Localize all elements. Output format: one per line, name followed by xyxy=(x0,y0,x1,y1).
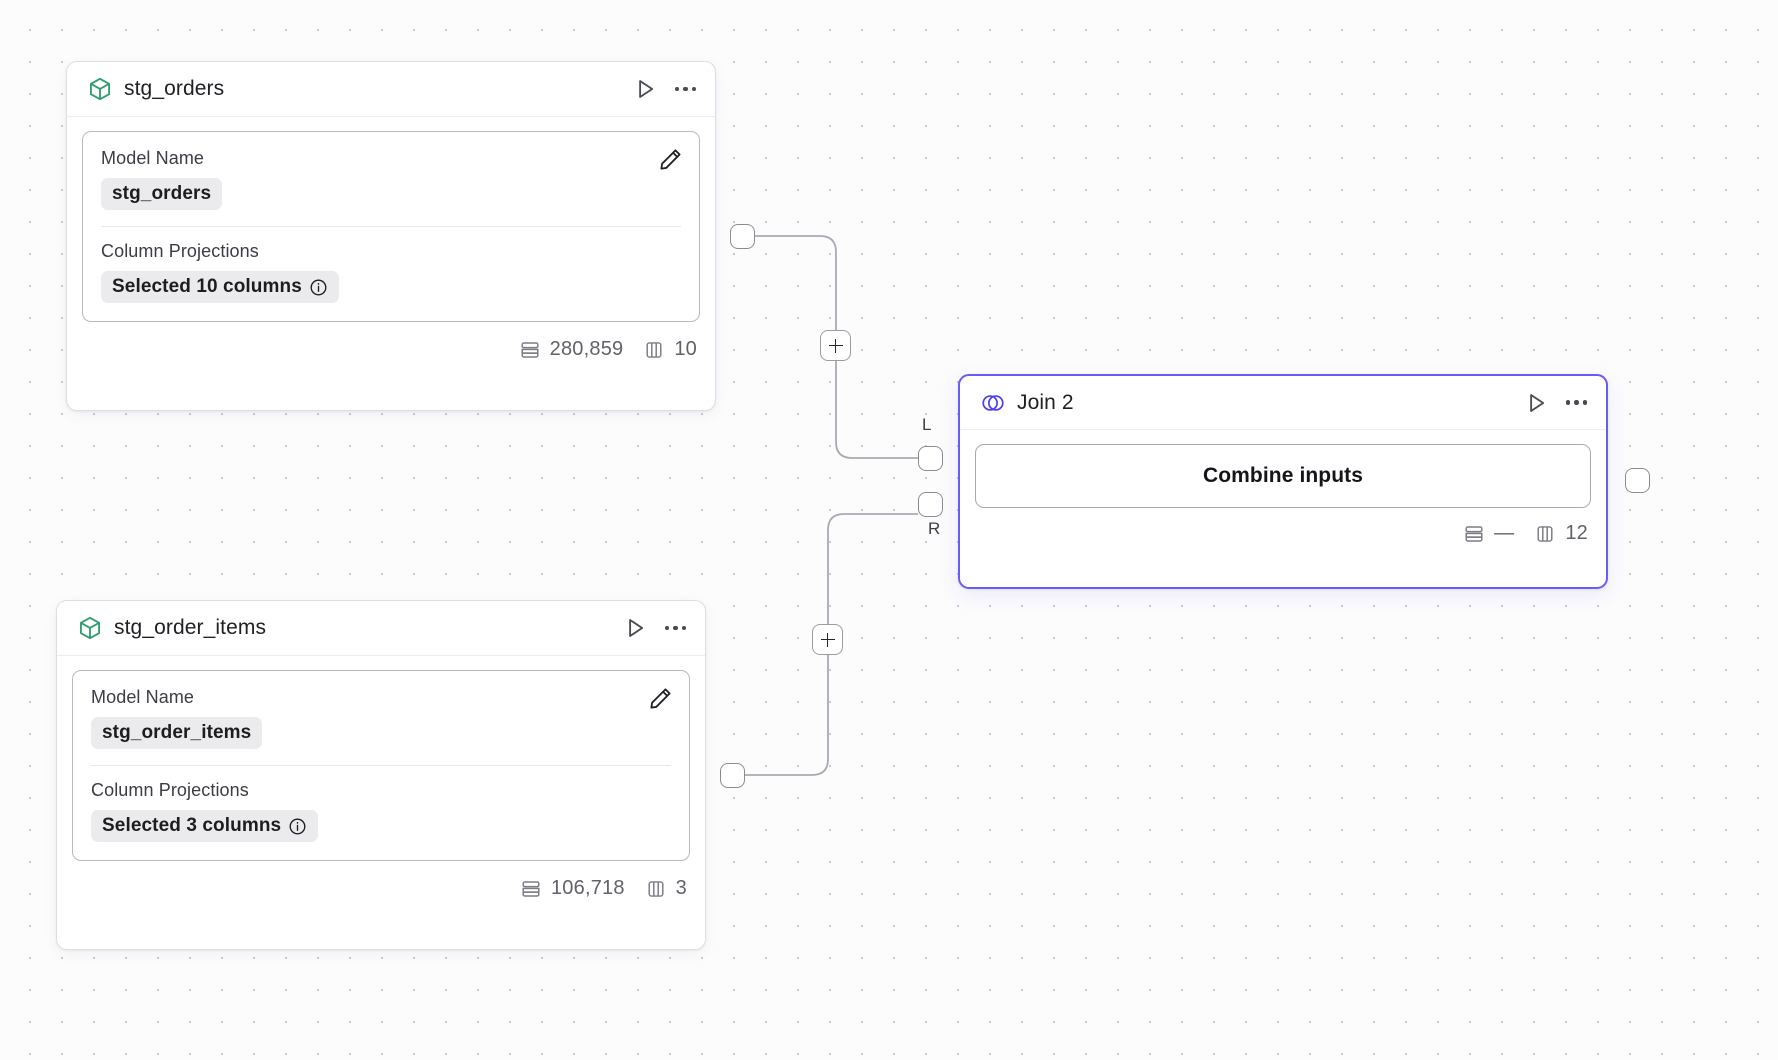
column-count-value: 10 xyxy=(674,338,697,360)
config-card: Model Name stg_orders Column Projections… xyxy=(82,131,700,322)
edit-pencil-icon[interactable] xyxy=(647,685,674,712)
edit-pencil-icon[interactable] xyxy=(657,146,684,173)
column-count-value: 12 xyxy=(1565,522,1588,544)
left-input-port-label: L xyxy=(922,415,932,434)
row-count-stat: — xyxy=(1463,522,1514,545)
run-button[interactable] xyxy=(632,76,658,102)
add-node-button-upper[interactable] xyxy=(820,330,851,361)
row-count-value: — xyxy=(1494,522,1515,544)
node-stg-order-items[interactable]: stg_order_items Model Name xyxy=(56,600,706,950)
node-body: Model Name stg_order_items Column Projec… xyxy=(57,656,705,867)
config-card: Model Name stg_order_items Column Projec… xyxy=(72,670,690,861)
info-icon[interactable] xyxy=(288,817,307,836)
output-port-join[interactable] xyxy=(1625,468,1650,493)
columns-icon xyxy=(645,878,667,900)
column-count-value: 3 xyxy=(675,877,687,899)
row-count-stat: 106,718 xyxy=(520,877,625,900)
rows-icon xyxy=(519,339,541,361)
right-input-port-join[interactable] xyxy=(918,492,943,517)
column-count-stat: 12 xyxy=(1534,522,1588,545)
column-projections-text: Selected 3 columns xyxy=(102,815,282,836)
run-button[interactable] xyxy=(1523,390,1549,416)
rows-icon xyxy=(520,878,542,900)
info-icon[interactable] xyxy=(309,278,328,297)
node-join-2[interactable]: Join 2 Combine inputs xyxy=(958,374,1608,589)
row-count-value: 106,718 xyxy=(550,877,625,899)
row-count-value: 280,859 xyxy=(549,338,624,360)
column-projections-text: Selected 10 columns xyxy=(112,276,302,297)
node-footer: — 12 xyxy=(960,512,1606,559)
more-options-button[interactable] xyxy=(664,617,688,639)
column-projections-value[interactable]: Selected 3 columns xyxy=(91,810,319,842)
right-input-port-label: R xyxy=(928,519,941,538)
node-body: Combine inputs xyxy=(960,430,1606,512)
output-port-stg-order-items[interactable] xyxy=(720,763,745,788)
node-header: Join 2 xyxy=(960,376,1606,430)
column-count-stat: 3 xyxy=(645,877,687,900)
divider xyxy=(91,765,671,766)
node-stg-orders[interactable]: stg_orders Model Name st xyxy=(66,61,716,411)
node-title: stg_orders xyxy=(124,77,225,100)
join-venn-icon xyxy=(980,390,1006,416)
combine-inputs-button[interactable]: Combine inputs xyxy=(975,444,1591,508)
output-port-stg-orders[interactable] xyxy=(730,224,755,249)
divider xyxy=(101,226,681,227)
column-projections-value[interactable]: Selected 10 columns xyxy=(101,271,339,303)
model-name-label: Model Name xyxy=(101,148,205,168)
node-header: stg_orders xyxy=(67,62,715,117)
column-projections-label: Column Projections xyxy=(91,780,249,800)
more-options-button[interactable] xyxy=(674,78,698,100)
rows-icon xyxy=(1463,523,1485,545)
row-count-stat: 280,859 xyxy=(519,338,624,361)
add-node-button-lower[interactable] xyxy=(812,624,843,655)
node-title: Join 2 xyxy=(1017,390,1074,414)
node-title: stg_order_items xyxy=(114,616,267,639)
left-input-port-join[interactable] xyxy=(918,446,943,471)
model-name-value[interactable]: stg_orders xyxy=(101,178,223,210)
cube-icon xyxy=(77,615,103,641)
column-count-stat: 10 xyxy=(643,338,697,361)
run-button[interactable] xyxy=(622,615,648,641)
cube-icon xyxy=(87,76,113,102)
node-header: stg_order_items xyxy=(57,601,705,656)
node-footer: 280,859 10 xyxy=(67,328,715,375)
model-name-value[interactable]: stg_order_items xyxy=(91,717,263,749)
more-options-button[interactable] xyxy=(1565,392,1589,414)
columns-icon xyxy=(643,339,665,361)
column-projections-label: Column Projections xyxy=(101,241,259,261)
columns-icon xyxy=(1534,523,1556,545)
node-footer: 106,718 3 xyxy=(57,867,705,914)
model-name-label: Model Name xyxy=(91,687,195,707)
node-body: Model Name stg_orders Column Projections… xyxy=(67,117,715,328)
